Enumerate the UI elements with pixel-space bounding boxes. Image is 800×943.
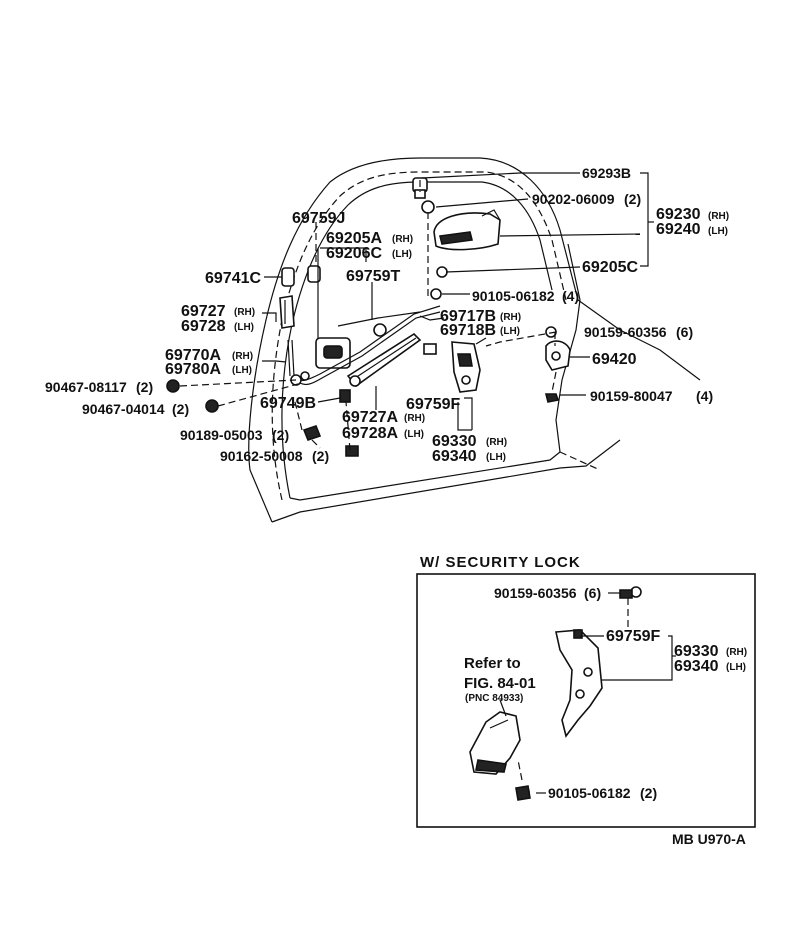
refer-pnc-text: (PNC 84933) [465,693,523,704]
lock-button-part [281,265,321,287]
inside-handle-part [315,337,351,369]
tag-69727A-rh: (RH) [404,413,425,424]
tag-69780A-lh: (LH) [232,365,252,376]
inset-tag-69340-lh: (LH) [726,662,746,673]
inset-frame [416,573,756,828]
label-69293B: 69293B [582,165,631,181]
qty-90105-06182: (4) [562,288,579,304]
label-69420: 69420 [592,351,637,368]
tag-69770A-rh: (RH) [232,351,253,362]
qty-90162-50008: (2) [312,448,329,464]
label-90189-05003: 90189-05003 [180,427,263,443]
inset-cable-part [469,711,521,775]
tag-69230-rh: (RH) [708,211,729,222]
label-69718B: 69718B [440,322,496,339]
tag-69728A-lh: (LH) [404,429,424,440]
tag-69728-lh: (LH) [234,322,254,333]
label-90105-06182: 90105-06182 [472,288,555,304]
refer-to-text: Refer to [464,655,521,672]
tag-69717B-rh: (RH) [500,312,521,323]
label-69230: 69230 [656,206,701,223]
label-90467-04014: 90467-04014 [82,401,165,417]
tag-69206C-lh: (LH) [392,249,412,260]
label-69205A: 69205A [326,230,382,247]
inset-lock-part [555,629,603,738]
label-69759F: 69759F [406,396,460,413]
label-90159-60356: 90159-60356 [584,324,667,340]
label-90467-08117: 90467-08117 [45,379,127,395]
security-lock-inset: W/ SECURITY LOCK 901 [416,554,756,828]
tag-69718B-lh: (LH) [500,326,520,337]
label-69727A: 69727A [342,409,398,426]
label-69780A: 69780A [165,361,221,378]
qty-90202: (2) [624,191,641,207]
label-69340: 69340 [432,448,477,465]
inset-label-90105-06182: 90105-06182 [548,785,631,801]
inset-label-69340: 69340 [674,658,719,675]
inset-label-69330: 69330 [674,643,719,660]
leader-lines [179,172,654,451]
qty-90467-04014: (2) [172,401,189,417]
outside-handle-part [421,200,501,300]
label-69330: 69330 [432,433,477,450]
qty-90159-80047: (4) [696,388,713,404]
remote-control-rod-part [337,311,422,388]
label-90162-50008: 90162-50008 [220,448,303,464]
tag-69340-lh: (LH) [486,452,506,463]
label-69728A: 69728A [342,425,398,442]
label-69759J: 69759J [292,210,345,227]
label-69759T: 69759T [346,268,400,285]
inset-tag-69330-rh: (RH) [726,647,747,658]
qty-90467-08117: (2) [136,379,153,395]
door-lock-part [423,337,487,393]
qty-90159-60356: (6) [676,324,693,340]
label-69206C: 69206C [326,245,382,262]
label-69240: 69240 [656,221,701,238]
screw-part [166,326,560,457]
label-69728: 69728 [181,318,226,335]
label-69727: 69727 [181,303,226,320]
qty-90189-05003: (2) [272,427,289,443]
guide-part [279,295,295,329]
inset-label-90159-60356: 90159-60356 [494,585,577,601]
refer-figure-text: FIG. 84-01 [464,675,536,692]
label-69749B: 69749B [260,395,316,412]
inset-qty-90105-06182: (2) [640,785,657,801]
figure-code: MB U970-A [672,831,746,847]
striker-part [545,340,571,371]
label-69717B: 69717B [440,308,496,325]
label-69741C: 69741C [205,270,261,287]
inset-bolt-part [515,785,531,801]
inset-label-69759F: 69759F [606,628,660,645]
inset-title: W/ SECURITY LOCK [420,554,581,571]
label-90159-80047: 90159-80047 [590,388,673,404]
tag-69205A-rh: (RH) [392,234,413,245]
inset-screw-part [619,586,642,599]
tag-69727-rh: (RH) [234,307,255,318]
label-69205C: 69205C [582,259,638,276]
inset-qty-90159-60356: (6) [584,585,601,601]
tag-69240-lh: (LH) [708,226,728,237]
label-90202-06009: 90202-06009 [532,191,615,207]
tag-69330-rh: (RH) [486,437,507,448]
label-69770A: 69770A [165,347,221,364]
main-part-labels: 69293B 90202-06009 (2) 69230 (RH) 69240 … [45,165,729,465]
